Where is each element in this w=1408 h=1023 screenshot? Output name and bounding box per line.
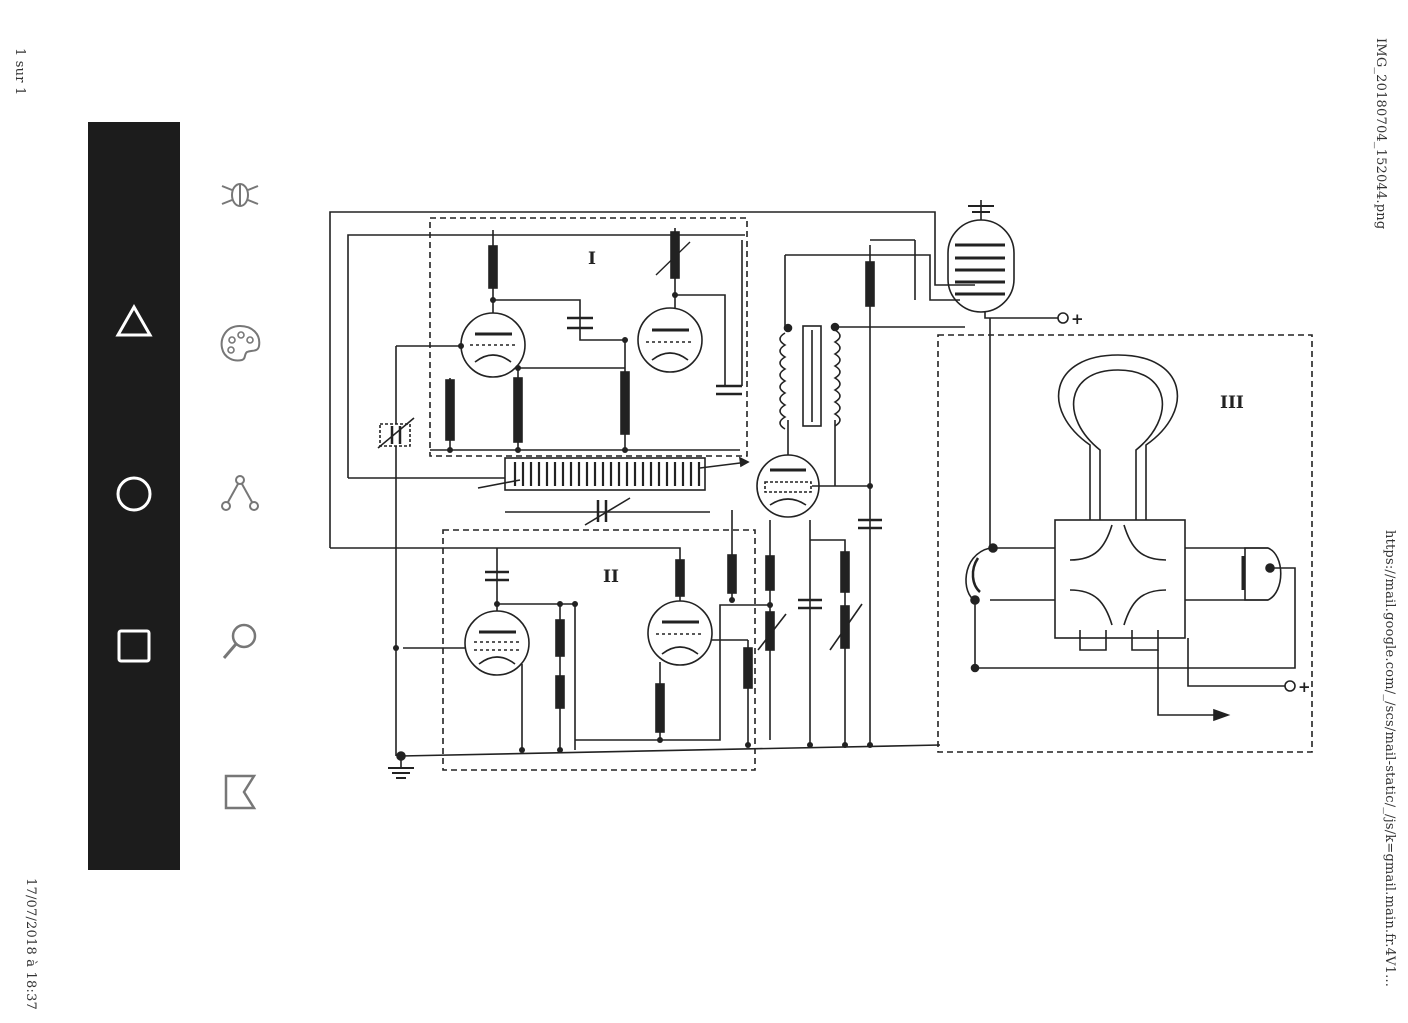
block-label-iii: III bbox=[1220, 393, 1244, 413]
terminal-plus-top: + bbox=[1071, 310, 1084, 328]
wire-left-inner bbox=[347, 234, 745, 478]
block-label-ii: II bbox=[603, 567, 619, 587]
tube-3 bbox=[464, 610, 530, 676]
triangle-back-icon bbox=[115, 303, 153, 337]
block-label-i: I bbox=[588, 249, 596, 269]
recents-button[interactable] bbox=[88, 626, 180, 706]
home-button[interactable] bbox=[88, 474, 180, 554]
circle-home-icon bbox=[116, 476, 152, 512]
back-button[interactable] bbox=[88, 302, 180, 382]
tube-2 bbox=[637, 307, 703, 373]
block-iii-boundary bbox=[937, 334, 1313, 753]
tube-4 bbox=[647, 600, 713, 666]
bookmark-icon[interactable] bbox=[214, 766, 266, 818]
magnetron-assembly bbox=[990, 354, 1268, 651]
search-icon[interactable] bbox=[214, 616, 266, 668]
square-recents-icon bbox=[117, 629, 151, 663]
block-ii-boundary bbox=[442, 529, 756, 771]
wire-outer-top bbox=[329, 211, 975, 548]
wire-to-block-ii bbox=[330, 547, 681, 560]
tube-5 bbox=[756, 454, 820, 518]
tube-6 bbox=[947, 200, 1015, 313]
navigation-bar bbox=[88, 122, 180, 870]
bug-icon[interactable] bbox=[214, 168, 266, 220]
palette-icon[interactable] bbox=[214, 318, 266, 370]
share-icon[interactable] bbox=[214, 468, 266, 520]
block-i-boundary bbox=[429, 217, 748, 457]
terminal-plus-bottom: + bbox=[1298, 678, 1311, 696]
